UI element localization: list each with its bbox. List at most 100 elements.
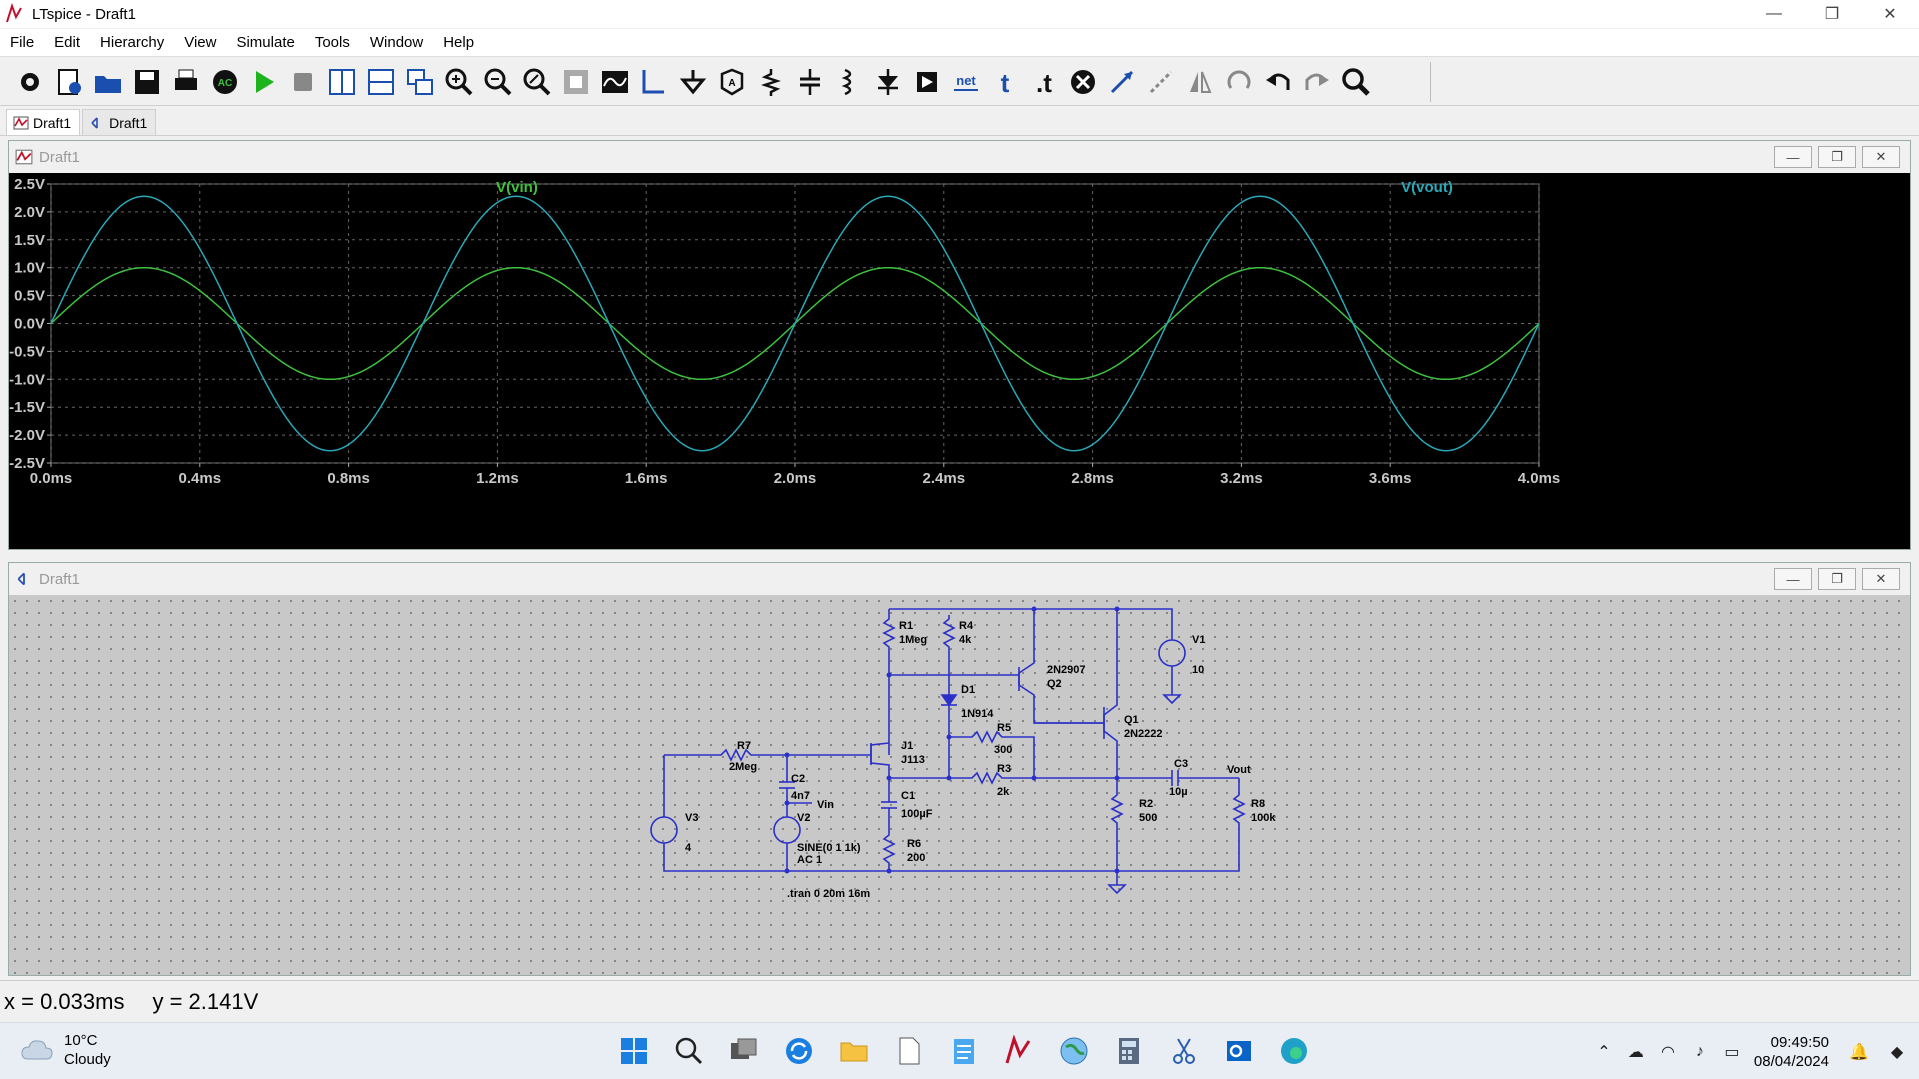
close-button[interactable]: ✕ bbox=[1883, 6, 1897, 23]
menu-view[interactable]: View bbox=[184, 34, 217, 51]
zoom-fit-button[interactable] bbox=[517, 63, 556, 101]
menu-simulate[interactable]: Simulate bbox=[236, 34, 295, 51]
wire-button[interactable] bbox=[634, 63, 673, 101]
r3-value[interactable]: 2k bbox=[997, 786, 1010, 798]
tile-horizontal-button[interactable] bbox=[361, 63, 400, 101]
zoom-out-button[interactable] bbox=[478, 63, 517, 101]
schematic-close-button[interactable]: ✕ bbox=[1862, 568, 1900, 590]
r2-value[interactable]: 500 bbox=[1139, 812, 1157, 824]
netname-button[interactable]: net bbox=[946, 63, 985, 101]
new-schematic-button[interactable] bbox=[49, 63, 88, 101]
d1-value[interactable]: 1N914 bbox=[961, 708, 994, 720]
r6-value[interactable]: 200 bbox=[907, 852, 925, 864]
v2-ac-value[interactable]: AC 1 bbox=[797, 854, 822, 866]
r4-label[interactable]: R4 bbox=[959, 620, 974, 632]
speaker-icon[interactable]: ♪ bbox=[1695, 1042, 1704, 1060]
waveform-plot[interactable]: 2.5V2.0V1.5V1.0V0.5V0.0V-0.5V-1.0V-1.5V-… bbox=[9, 173, 1910, 549]
spice-directive-button[interactable]: .t bbox=[1024, 63, 1063, 101]
battery-icon[interactable]: ▭ bbox=[1724, 1043, 1740, 1061]
r8-value[interactable]: 100k bbox=[1251, 812, 1276, 824]
zoom-in-button[interactable] bbox=[439, 63, 478, 101]
v1-label[interactable]: V1 bbox=[1192, 634, 1205, 646]
taskbar-app-ltspice[interactable] bbox=[991, 1029, 1046, 1073]
legend-vin[interactable]: V(vin) bbox=[496, 179, 538, 196]
text-button[interactable]: t bbox=[985, 63, 1024, 101]
legend-vout[interactable]: V(vout) bbox=[1401, 179, 1453, 196]
j1-label[interactable]: J1 bbox=[901, 740, 913, 752]
vout-net-label[interactable]: Vout bbox=[1227, 764, 1251, 776]
r7-label[interactable]: R7 bbox=[737, 740, 751, 752]
r1-label[interactable]: R1 bbox=[899, 620, 913, 632]
c2-value[interactable]: 4n7 bbox=[791, 790, 810, 802]
taskbar-app-snipping-tool[interactable] bbox=[1156, 1029, 1211, 1073]
taskbar-app-outlook[interactable] bbox=[1211, 1029, 1266, 1073]
delete-button[interactable] bbox=[1063, 63, 1102, 101]
taskbar-app-calculator[interactable] bbox=[1101, 1029, 1156, 1073]
schematic-canvas[interactable]: R1 1Meg R4 4k 2N2907 Q2 D1 1N914 R5 300 … bbox=[9, 595, 1910, 975]
menu-tools[interactable]: Tools bbox=[314, 34, 350, 51]
chevron-up-icon[interactable]: ⌃ bbox=[1597, 1043, 1611, 1061]
open-button[interactable] bbox=[88, 63, 127, 101]
autorange-button[interactable] bbox=[595, 63, 634, 101]
search-button[interactable] bbox=[661, 1029, 716, 1073]
j1-value[interactable]: J113 bbox=[901, 754, 925, 766]
taskbar-app-browser[interactable] bbox=[1046, 1029, 1101, 1073]
halt-button[interactable] bbox=[283, 63, 322, 101]
ground-button[interactable] bbox=[673, 63, 712, 101]
undo-button[interactable] bbox=[1258, 63, 1297, 101]
menu-file[interactable]: File bbox=[10, 34, 35, 51]
taskbar-app-sync[interactable] bbox=[771, 1029, 826, 1073]
waveform-maximize-button[interactable]: ❐ bbox=[1818, 146, 1856, 168]
inductor-button[interactable] bbox=[829, 63, 868, 101]
q2-value[interactable]: 2N2907 bbox=[1047, 664, 1086, 676]
q1-value[interactable]: 2N2222 bbox=[1124, 728, 1163, 740]
restore-button[interactable]: ❐ bbox=[1824, 6, 1840, 23]
v1-value[interactable]: 10 bbox=[1192, 664, 1204, 676]
copilot-icon[interactable]: ◆ bbox=[1890, 1043, 1904, 1061]
mirror-button[interactable] bbox=[1180, 63, 1219, 101]
q2-label[interactable]: Q2 bbox=[1047, 678, 1062, 690]
tab-waveform-draft1[interactable]: Draft1 bbox=[6, 109, 81, 135]
r3-label[interactable]: R3 bbox=[997, 763, 1011, 775]
task-view-button[interactable] bbox=[716, 1029, 771, 1073]
taskbar-app-file-explorer[interactable] bbox=[826, 1029, 881, 1073]
v2-label[interactable]: V2 bbox=[797, 812, 810, 824]
taskbar-app-edge[interactable] bbox=[1266, 1029, 1321, 1073]
v3-value[interactable]: 4 bbox=[685, 842, 692, 854]
schematic-minimize-button[interactable]: — bbox=[1774, 568, 1812, 590]
c1-value[interactable]: 100µF bbox=[901, 808, 933, 820]
zoom-area-button[interactable] bbox=[556, 63, 595, 101]
r8-label[interactable]: R8 bbox=[1251, 798, 1265, 810]
c3-label[interactable]: C3 bbox=[1174, 758, 1188, 770]
r5-value[interactable]: 300 bbox=[994, 744, 1012, 756]
menu-edit[interactable]: Edit bbox=[54, 34, 81, 51]
ac-button[interactable]: AC bbox=[205, 63, 244, 101]
c3-value[interactable]: 10µ bbox=[1169, 786, 1188, 798]
minimize-button[interactable]: — bbox=[1766, 5, 1782, 22]
clock[interactable]: 09:49:50 08/04/2024 bbox=[1754, 1033, 1829, 1071]
onedrive-cloud-icon[interactable]: ☁ bbox=[1627, 1043, 1644, 1061]
menu-window[interactable]: Window bbox=[369, 34, 424, 51]
capacitor-button[interactable] bbox=[790, 63, 829, 101]
schematic-maximize-button[interactable]: ❐ bbox=[1818, 568, 1856, 590]
r6-label[interactable]: R6 bbox=[907, 838, 921, 850]
component-button[interactable] bbox=[907, 63, 946, 101]
tab-schematic-draft1[interactable]: Draft1 bbox=[82, 109, 157, 135]
r1-value[interactable]: 1Meg bbox=[899, 634, 927, 646]
notification-bell-icon[interactable]: 🔔 bbox=[1849, 1043, 1869, 1061]
waveform-close-button[interactable]: ✕ bbox=[1862, 146, 1900, 168]
c2-label[interactable]: C2 bbox=[791, 773, 805, 785]
tran-directive[interactable]: .tran 0 20m 16m bbox=[787, 888, 870, 900]
rotate-button[interactable] bbox=[1219, 63, 1258, 101]
taskbar-app-document[interactable] bbox=[881, 1029, 936, 1073]
menu-hierarchy[interactable]: Hierarchy bbox=[100, 34, 165, 51]
v3-label[interactable]: V3 bbox=[685, 812, 698, 824]
resistor-button[interactable] bbox=[751, 63, 790, 101]
move-button[interactable] bbox=[1102, 63, 1141, 101]
r2-label[interactable]: R2 bbox=[1139, 798, 1153, 810]
r5-label[interactable]: R5 bbox=[997, 722, 1011, 734]
waveform-minimize-button[interactable]: — bbox=[1774, 146, 1812, 168]
weather-widget[interactable]: 10°C Cloudy bbox=[20, 1031, 111, 1069]
c1-label[interactable]: C1 bbox=[901, 790, 915, 802]
r4-value[interactable]: 4k bbox=[959, 634, 972, 646]
